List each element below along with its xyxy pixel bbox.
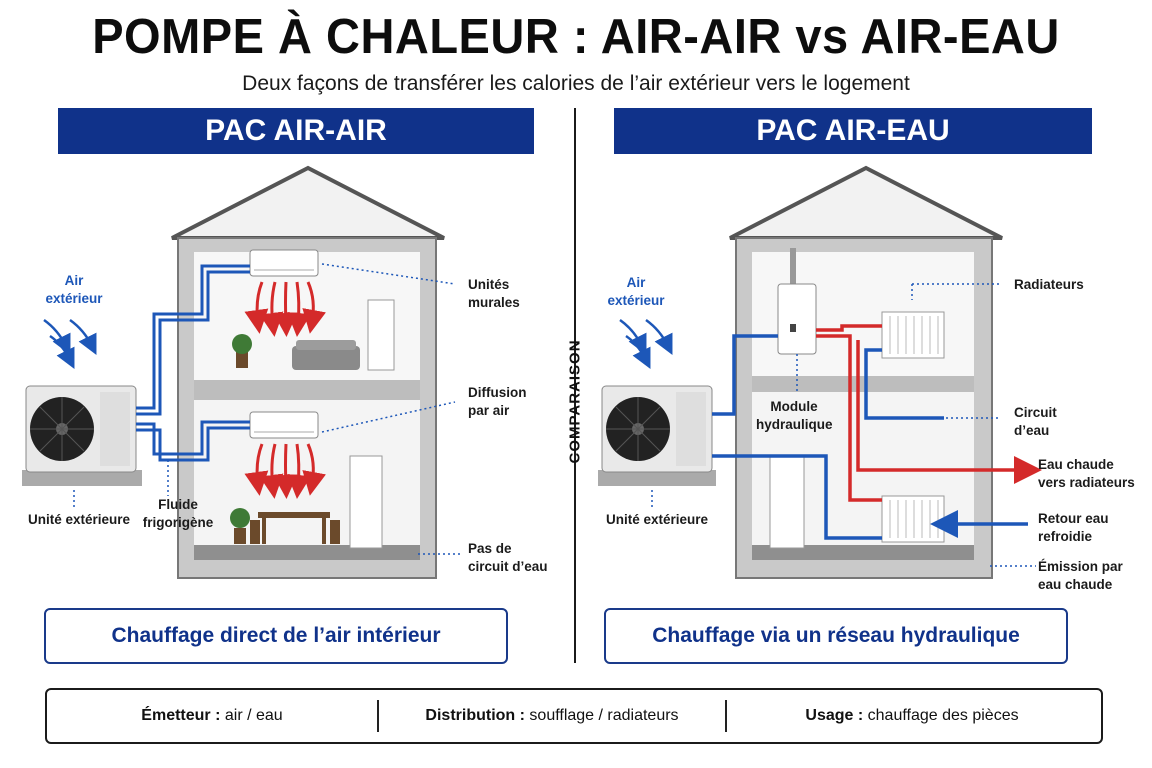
label-leaders-right: [651, 283, 1036, 567]
door-right: [769, 455, 805, 549]
left-banner: PAC AIR-AIR: [58, 108, 534, 154]
legend-box: Émetteur : air / eau Distribution : souf…: [45, 688, 1103, 744]
wall-unit-upper: [249, 249, 319, 277]
wall-unit-lower: [249, 411, 319, 439]
radiator-lower: [881, 495, 945, 543]
legend-separator: [725, 700, 727, 732]
page-title: POMPE À CHALEUR : AIR-AIR vs AIR-EAU: [92, 7, 1060, 64]
unite-exterieure-label-left: Unité extérieure: [28, 512, 131, 527]
cold-water-pipes: [712, 334, 1028, 540]
right-caption: Chauffage via un réseau hydraulique: [604, 608, 1068, 664]
house-roof: [171, 165, 445, 240]
air-air-illustration: [22, 165, 460, 579]
legend-separator: [377, 700, 379, 732]
house-roof-right: [729, 165, 1003, 240]
left-caption: Chauffage direct de l’air intérieur: [44, 608, 508, 664]
radiator-upper: [881, 311, 945, 359]
door-lower: [349, 455, 383, 549]
warm-air-arrows-upper: [244, 281, 326, 337]
dining-table: [250, 512, 340, 544]
door-upper: [367, 299, 395, 371]
air-eau-illustration: [598, 165, 1042, 579]
outdoor-unit-right: [598, 385, 716, 486]
legend-item-distribution: Distribution : soufflage / radiateurs: [425, 707, 679, 724]
outdoor-air-arrows-right: [619, 318, 673, 369]
legend-item-usage: Usage : chauffage des pièces: [805, 707, 1019, 724]
refrigerant-pipes: [136, 264, 250, 462]
plant-upper: [232, 334, 252, 368]
warm-air-arrows-lower: [244, 443, 326, 499]
outdoor-unit: [22, 385, 142, 486]
outdoor-air-arrows: [43, 318, 97, 369]
right-banner: PAC AIR-EAU: [614, 108, 1092, 154]
unite-exterieure-label-right: Unité extérieure: [606, 512, 709, 527]
radiateurs-label: Radiateurs: [1014, 277, 1084, 292]
plant-lower: [230, 508, 250, 544]
legend-item-emetteur: Émetteur : air / eau: [141, 707, 283, 724]
page-subtitle: Deux façons de transférer les calories d…: [242, 72, 910, 95]
label-leaders-left: [73, 263, 460, 555]
center-divider: [574, 108, 576, 663]
hot-water-pipes: [816, 324, 1042, 502]
sofa: [292, 340, 360, 370]
